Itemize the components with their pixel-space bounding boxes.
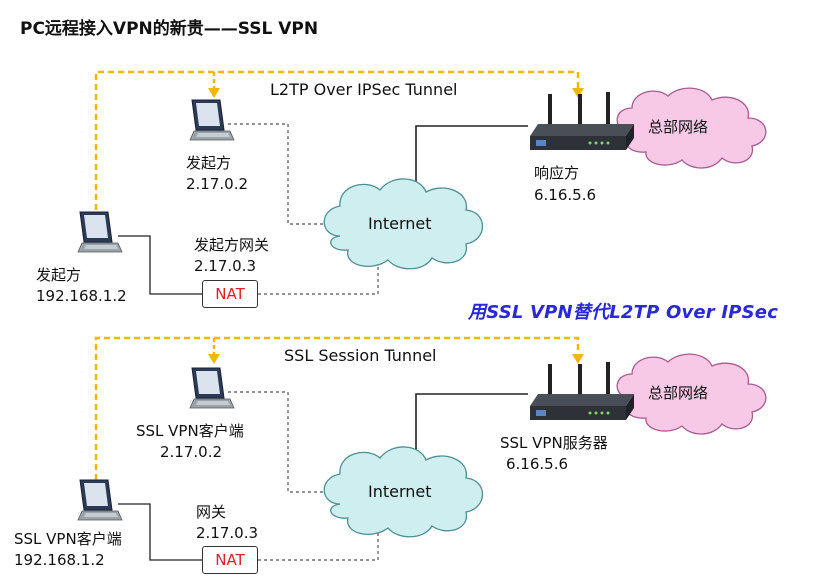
initiator-lan-ip: 192.168.1.2: [36, 287, 127, 305]
gateway-name: 发起方网关: [194, 236, 270, 254]
bottom-diagram: [77, 336, 767, 561]
tunnel-arrow-bottom: [572, 354, 584, 364]
ssl-tunnel-line: [94, 336, 580, 490]
dashed-link-remote: [228, 123, 330, 225]
responder-ip: 6.16.5.6: [534, 186, 597, 204]
responder-name: 响应方: [534, 164, 580, 182]
tunnel-arrow-top-mid: [208, 88, 220, 98]
gateway-ip: 2.17.0.3: [194, 257, 257, 275]
laptop-icon-remote: [189, 99, 235, 141]
client-remote-ip: 2.17.0.2: [160, 443, 223, 461]
comparison-subtitle: 用SSL VPN替代L2TP Over IPSec: [468, 302, 779, 323]
dashed-link-nat: [258, 262, 379, 295]
internet-label: Internet: [368, 214, 432, 233]
gateway-name-2: 网关: [196, 503, 227, 521]
hq-cloud-bottom: [616, 353, 767, 435]
l2tp-tunnel-line: [94, 70, 580, 220]
top-diagram: [77, 70, 767, 295]
nat-box: NAT: [202, 280, 258, 308]
server-ip: 6.16.5.6: [506, 455, 569, 473]
link-lan-nat: [118, 235, 202, 295]
laptop-icon-lan-2: [77, 479, 123, 521]
laptop-icon-remote-2: [189, 367, 235, 409]
initiator-lan-name: 发起方: [36, 266, 82, 284]
gateway-ip-2: 2.17.0.3: [196, 524, 259, 542]
tunnel-arrow-top: [572, 88, 584, 98]
l2tp-tunnel-label: L2TP Over IPSec Tunnel: [270, 80, 458, 99]
internet-cloud-2: [323, 446, 483, 538]
internet-label-2: Internet: [368, 482, 432, 501]
hq-label-top: 总部网络: [648, 118, 709, 136]
page-title: PC远程接入VPN的新贵——SSL VPN: [20, 19, 319, 39]
hq-cloud-top: [616, 87, 767, 169]
client-lan-ip: 192.168.1.2: [14, 551, 105, 569]
internet-cloud: [323, 178, 483, 270]
initiator-remote-name: 发起方: [186, 154, 232, 172]
server-name: SSL VPN服务器: [500, 434, 608, 452]
laptop-icon-lan: [77, 211, 123, 253]
link-internet-router: [415, 125, 528, 186]
initiator-remote-ip: 2.17.0.2: [186, 175, 249, 193]
client-remote-name: SSL VPN客户端: [136, 422, 244, 440]
client-lan-name: SSL VPN客户端: [14, 530, 122, 548]
tunnel-arrow-bottom-mid: [208, 354, 220, 364]
dashed-link-nat-2: [258, 530, 379, 561]
link-lan-nat-2: [118, 503, 202, 561]
nat-box-2: NAT: [202, 546, 258, 574]
hq-label-bottom: 总部网络: [648, 384, 709, 402]
link-internet-server: [415, 393, 528, 456]
ssl-tunnel-label: SSL Session Tunnel: [284, 346, 437, 365]
dashed-link-remote-2: [228, 391, 330, 493]
